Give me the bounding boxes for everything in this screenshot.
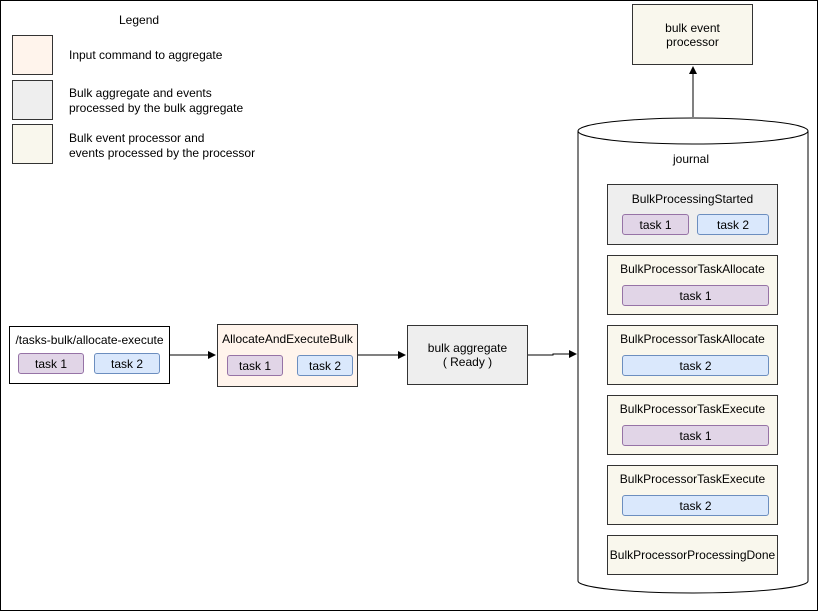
bulk-event-processor-box: bulk event processor bbox=[632, 4, 753, 65]
journal-label: journal bbox=[673, 152, 710, 166]
event-task: task 1 bbox=[622, 425, 769, 446]
legend-label-command: Input command to aggregate bbox=[69, 48, 223, 62]
event-task: task 1 bbox=[622, 285, 769, 306]
legend-swatch-aggregate bbox=[12, 80, 53, 120]
event-task-execute-1: BulkProcessorTaskExecute task 1 bbox=[607, 395, 778, 455]
legend-label-aggregate-line1: Bulk aggregate and events bbox=[69, 86, 212, 100]
arrow-aggregate-to-journal bbox=[528, 350, 577, 358]
event-title: BulkProcessorProcessingDone bbox=[609, 548, 776, 562]
event-task: task 2 bbox=[622, 495, 769, 516]
endpoint-box: /tasks-bulk/allocate-execute task 1 task… bbox=[9, 326, 170, 384]
bulk-aggregate-state: ( Ready ) bbox=[442, 355, 493, 369]
legend-title: Legend bbox=[119, 13, 160, 27]
event-title: BulkProcessingStarted bbox=[631, 192, 754, 206]
processor-line2: processor bbox=[666, 34, 719, 49]
legend-swatch-command bbox=[12, 35, 53, 75]
endpoint-task-1: task 1 bbox=[18, 353, 84, 374]
command-task-2: task 2 bbox=[297, 355, 353, 376]
processor-line1: bulk event bbox=[665, 20, 720, 35]
endpoint-title: /tasks-bulk/allocate-execute bbox=[15, 333, 164, 347]
bulk-aggregate-name: bulk aggregate bbox=[427, 341, 508, 355]
event-title: BulkProcessorTaskExecute bbox=[619, 472, 766, 486]
event-task-2: task 2 bbox=[697, 214, 769, 235]
event-title: BulkProcessorTaskAllocate bbox=[620, 262, 765, 276]
event-title: BulkProcessorTaskAllocate bbox=[620, 332, 765, 346]
legend-label-processor-line1: Bulk event processor and bbox=[69, 131, 205, 145]
legend-label-processor-line2: events processed by the processor bbox=[69, 146, 256, 160]
event-title: BulkProcessorTaskExecute bbox=[619, 402, 766, 416]
event-task-execute-2: BulkProcessorTaskExecute task 2 bbox=[607, 465, 778, 525]
command-title: AllocateAndExecuteBulk bbox=[222, 332, 353, 346]
event-processing-done: BulkProcessorProcessingDone bbox=[607, 535, 778, 575]
command-task-1: task 1 bbox=[227, 355, 283, 376]
event-bulk-processing-started: BulkProcessingStarted task 1 task 2 bbox=[607, 184, 778, 245]
legend-label-aggregate-line2: processed by the bulk aggregate bbox=[69, 101, 244, 115]
endpoint-task-2: task 2 bbox=[94, 353, 160, 374]
event-task-1: task 1 bbox=[622, 214, 689, 235]
event-task: task 2 bbox=[622, 355, 769, 376]
event-task-allocate-2: BulkProcessorTaskAllocate task 2 bbox=[607, 325, 778, 385]
command-box: AllocateAndExecuteBulk task 1 task 2 bbox=[217, 324, 358, 387]
legend-swatch-processor bbox=[12, 124, 53, 164]
bulk-aggregate-box: bulk aggregate ( Ready ) bbox=[407, 325, 528, 385]
event-task-allocate-1: BulkProcessorTaskAllocate task 1 bbox=[607, 255, 778, 315]
